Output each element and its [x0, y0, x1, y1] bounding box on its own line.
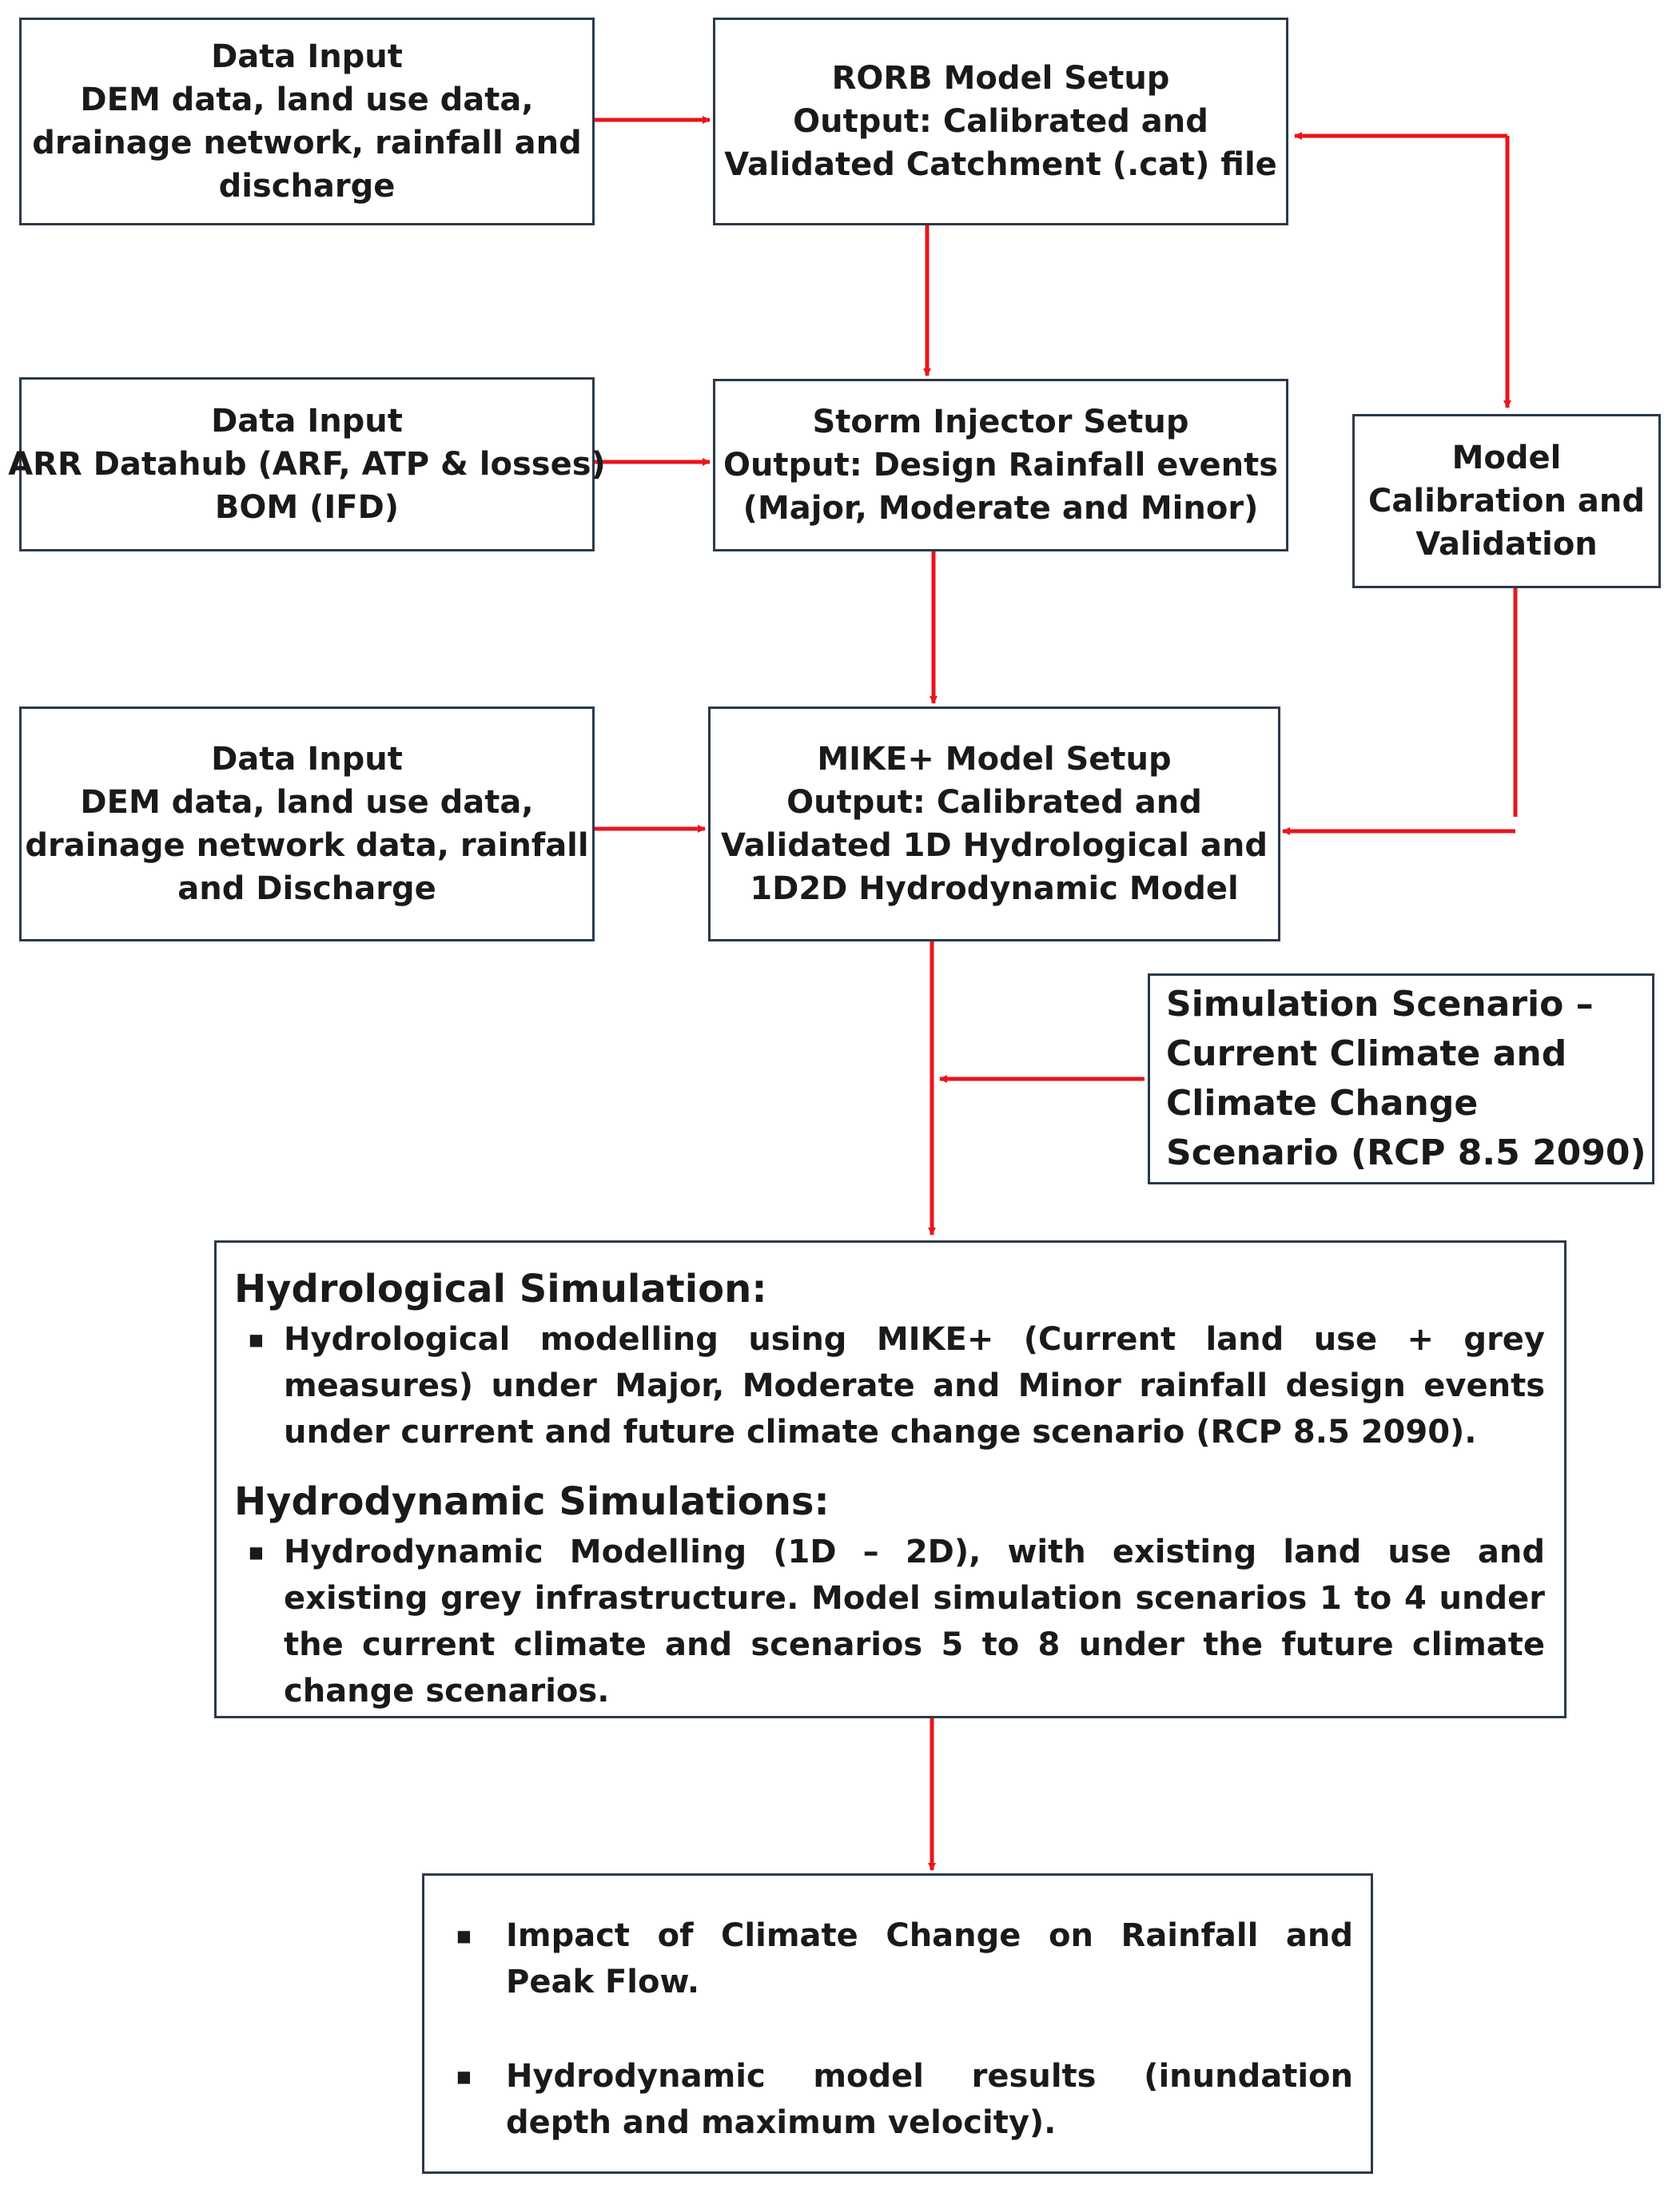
box-line: Calibration and: [1368, 483, 1645, 519]
data-input-box-3: Data Input DEM data, land use data, drai…: [19, 706, 595, 941]
box-line: discharge: [218, 168, 396, 205]
box-line: Data Input: [211, 38, 403, 75]
box-line: BOM (IFD): [214, 489, 400, 526]
box-line: ARR Datahub (ARF, ATP & losses): [8, 446, 606, 483]
bullet-marker: ■: [249, 1330, 264, 1349]
box-line: Validation: [1415, 526, 1598, 563]
storm-injector-setup-box: Storm Injector Setup Output: Design Rain…: [713, 379, 1288, 551]
box-line: Output: Design Rainfall events: [723, 447, 1279, 484]
box-line: (Major, Moderate and Minor): [742, 490, 1259, 527]
box-line: Current Climate and: [1166, 1033, 1567, 1074]
results-bullet-2: ■ Hydrodynamic model results (inundation…: [442, 2053, 1353, 2146]
bullet-text: Hydrodynamic model results (inundation d…: [506, 2058, 1353, 2141]
box-line: Data Input: [211, 741, 403, 778]
box-line: Validated Catchment (.cat) file: [724, 146, 1277, 183]
hydrodynamic-simulations-bullet: ■ Hydrodynamic Modelling (1D – 2D), with…: [234, 1529, 1545, 1714]
bullet-marker: ■: [456, 1926, 472, 1945]
model-calibration-validation-box: Model Calibration and Validation: [1352, 414, 1661, 588]
box-line: Model: [1451, 440, 1562, 476]
data-input-box-2: Data Input ARR Datahub (ARF, ATP & losse…: [8, 377, 606, 551]
box-line: Output: Calibrated and: [793, 103, 1208, 140]
results-box: ■ Impact of Climate Change on Rainfall a…: [422, 1873, 1373, 2174]
hydrodynamic-simulations-heading: Hydrodynamic Simulations:: [234, 1479, 830, 1524]
hydrological-simulation-heading: Hydrological Simulation:: [234, 1267, 767, 1311]
mike-model-setup-box: MIKE+ Model Setup Output: Calibrated and…: [708, 706, 1280, 941]
box-line: 1D2D Hydrodynamic Model: [750, 870, 1239, 907]
box-line: drainage network data, rainfall: [25, 827, 589, 864]
box-line: DEM data, land use data,: [80, 82, 534, 118]
bullet-text: Hydrological modelling using MIKE+ (Curr…: [284, 1321, 1545, 1451]
simulation-box: Hydrological Simulation: ■ Hydrological …: [214, 1240, 1567, 1718]
box-line: Climate Change: [1166, 1083, 1479, 1124]
simulation-scenario-box: Simulation Scenario – Current Climate an…: [1148, 973, 1654, 1184]
rorb-model-setup-box: RORB Model Setup Output: Calibrated and …: [713, 18, 1288, 225]
box-line: RORB Model Setup: [831, 60, 1170, 97]
box-line: Output: Calibrated and: [786, 784, 1202, 821]
bullet-marker: ■: [456, 2067, 472, 2086]
bullet-text: Impact of Climate Change on Rainfall and…: [506, 1917, 1353, 2000]
box-line: Data Input: [211, 403, 403, 440]
box-line: drainage network, rainfall and: [32, 125, 582, 161]
results-bullet-1: ■ Impact of Climate Change on Rainfall a…: [442, 1912, 1353, 2005]
box-line: Simulation Scenario –: [1166, 984, 1594, 1025]
box-line: DEM data, land use data,: [80, 784, 534, 821]
box-line: Scenario (RCP 8.5 2090): [1166, 1132, 1646, 1173]
data-input-box-1: Data Input DEM data, land use data, drai…: [19, 18, 595, 225]
bullet-marker: ■: [249, 1542, 264, 1562]
box-line: Validated 1D Hydrological and: [721, 827, 1268, 864]
box-line: MIKE+ Model Setup: [817, 741, 1172, 778]
hydrological-simulation-bullet: ■ Hydrological modelling using MIKE+ (Cu…: [234, 1316, 1545, 1455]
bullet-text: Hydrodynamic Modelling (1D – 2D), with e…: [284, 1534, 1545, 1709]
box-line: and Discharge: [177, 870, 436, 907]
box-line: Storm Injector Setup: [812, 404, 1189, 440]
